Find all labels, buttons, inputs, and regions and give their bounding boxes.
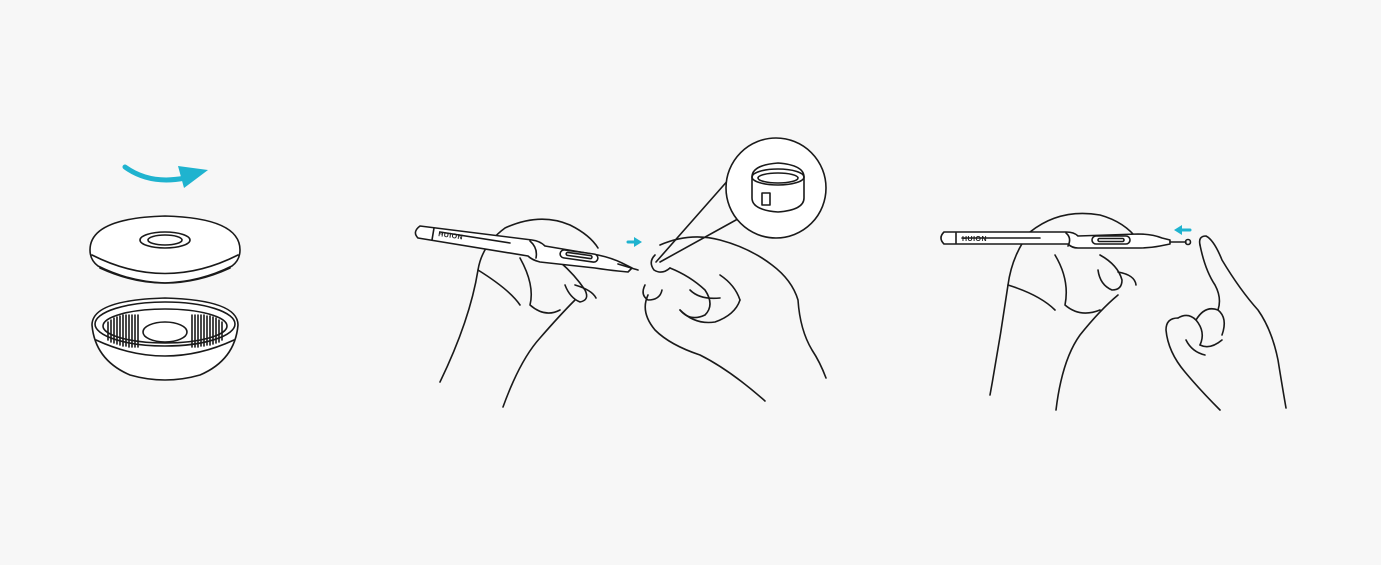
holder-lid-icon xyxy=(90,216,240,283)
arrow-right-icon xyxy=(628,237,642,247)
step-2-remove-nib: HUION xyxy=(415,138,826,407)
right-hand-2-icon xyxy=(1166,236,1286,410)
holder-base-icon xyxy=(92,298,238,380)
nib-clip-icon xyxy=(752,163,804,212)
pen-2-icon: HUION xyxy=(941,232,1191,248)
holder-center-pad xyxy=(143,322,187,342)
pen-2-brand-label: HUION xyxy=(962,236,987,243)
nib-clip-callout xyxy=(656,138,826,262)
right-hand-icon xyxy=(643,237,826,401)
arrow-left-icon xyxy=(1174,225,1190,235)
step-1-nib-holder xyxy=(90,166,240,380)
rotate-arrow-icon xyxy=(125,166,208,188)
pen-icon: HUION xyxy=(415,226,638,272)
step-3-insert-nib: HUION xyxy=(941,213,1286,410)
